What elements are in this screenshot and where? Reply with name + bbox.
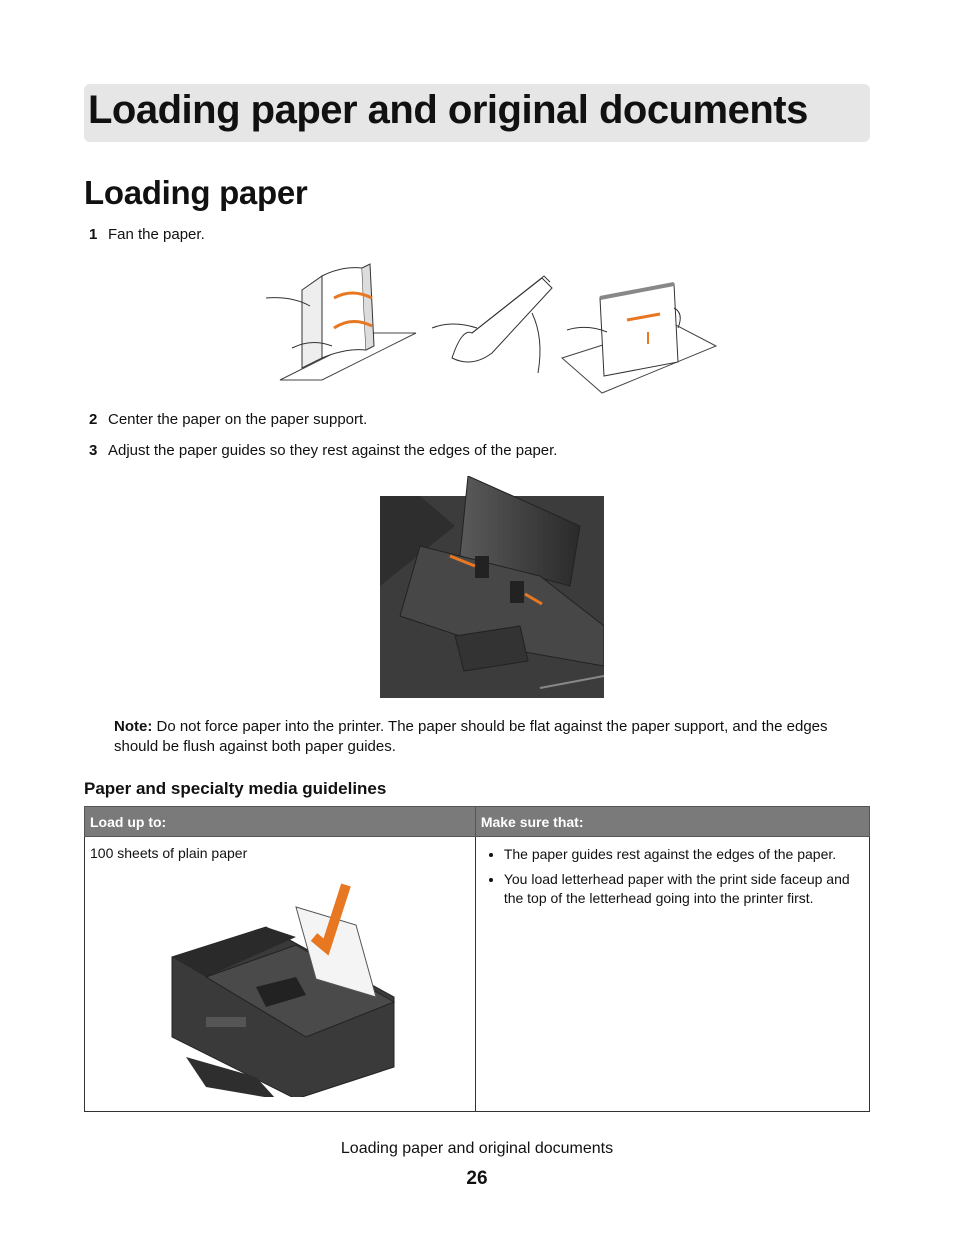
list-item: The paper guides rest against the edges … <box>504 845 864 864</box>
footer-chapter-title: Loading paper and original documents <box>340 1140 614 1157</box>
step-2: 2 Center the paper on the paper support. <box>89 411 367 428</box>
chapter-title: Loading paper and original documents <box>88 88 808 132</box>
step-number: 2 <box>89 411 98 428</box>
checks-list: The paper guides rest against the edges … <box>481 845 864 908</box>
note-label: Note: <box>114 718 153 735</box>
printer-loading-illustration <box>171 883 396 1097</box>
fan-panel-3 <box>561 282 718 394</box>
step-number: 3 <box>89 442 98 459</box>
column-header: Make sure that: <box>474 806 871 837</box>
step-number: 1 <box>89 226 98 243</box>
step-text: Center the paper on the paper support. <box>108 411 368 428</box>
note: Note: Do not force paper into the printe… <box>114 717 874 757</box>
table-row: 100 sheets of plain paper The paper guid… <box>84 836 871 1112</box>
step-text: Fan the paper. <box>108 226 205 243</box>
printer-paper-guides-illustration <box>380 476 604 698</box>
table-header-row: Load up to: Make sure that: <box>84 806 871 837</box>
checks-cell: The paper guides rest against the edges … <box>474 836 871 1112</box>
chapter-header: Loading paper and original documents <box>84 84 870 142</box>
media-guidelines-table: Load up to: Make sure that: 100 sheets o… <box>84 806 871 1112</box>
column-header: Load up to: <box>84 806 476 837</box>
step-1: 1 Fan the paper. <box>89 226 205 243</box>
load-text: 100 sheets of plain paper <box>90 845 248 861</box>
subsection-title: Paper and specialty media guidelines <box>84 779 387 798</box>
page-number: 26 <box>466 1168 488 1189</box>
step-3: 3 Adjust the paper guides so they rest ag… <box>89 442 557 459</box>
list-item: You load letterhead paper with the print… <box>504 870 864 908</box>
fan-panel-1 <box>265 263 417 381</box>
section-title: Loading paper <box>84 174 308 211</box>
step-text: Adjust the paper guides so they rest aga… <box>108 442 558 459</box>
fan-paper-illustration <box>265 263 718 394</box>
load-cell: 100 sheets of plain paper <box>84 836 476 1112</box>
note-text: Do not force paper into the printer. The… <box>114 718 828 755</box>
fan-panel-2 <box>431 275 553 374</box>
